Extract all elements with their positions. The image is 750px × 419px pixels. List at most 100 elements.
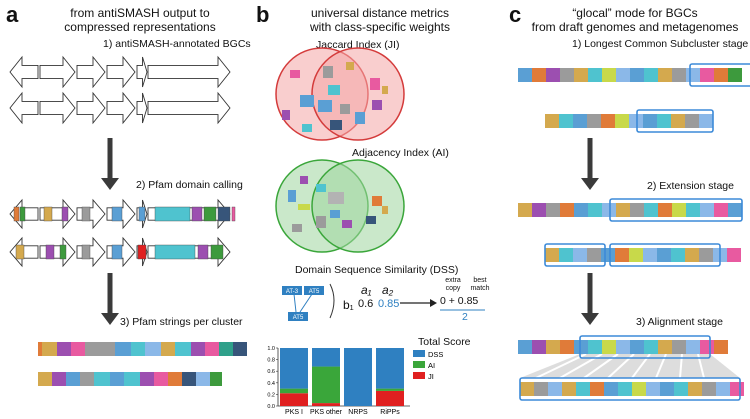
ext-row-2-domain-8 — [643, 248, 657, 262]
pfam-string-1-domain-12 — [191, 342, 205, 356]
dss-extra-copy: extra copy — [445, 277, 461, 292]
lcs-row-1-domain-8 — [616, 68, 630, 82]
dss-arrow-head — [430, 299, 437, 307]
lcs-row-1-domain-13 — [686, 68, 700, 82]
lcs-row-2-domain-10 — [671, 114, 685, 128]
ext-row-2-domain-12 — [699, 248, 713, 262]
jaccard-domain-1 — [290, 70, 300, 78]
pfam2-domain-9 — [210, 244, 224, 260]
align-row-2-domain-6 — [590, 382, 604, 396]
ext-row-1-domain-1 — [518, 203, 532, 217]
pfam2-gene-3 — [76, 236, 106, 268]
chart-bar-DSS-3 — [376, 348, 404, 389]
align-row-2-domain-7 — [604, 382, 618, 396]
ext-row-1-domain-14 — [700, 203, 714, 217]
align-row-1-domain-4 — [560, 340, 574, 354]
lcs-row-2-domain-3 — [573, 114, 587, 128]
pfam2-domain-1 — [15, 244, 25, 260]
pfam1-domain-10 — [203, 206, 217, 222]
align-box-2 — [519, 377, 741, 401]
ext-row-1-domain-6 — [588, 203, 602, 217]
pfam-string-2-domain-2 — [52, 372, 66, 386]
ext-row-1-domain-9 — [630, 203, 644, 217]
align-row-2-domain-5 — [576, 382, 590, 396]
lcs-row-2-domain-4 — [587, 114, 601, 128]
adjacency-domain-5 — [328, 192, 344, 204]
jaccard-domain-2 — [300, 95, 314, 107]
ext-row-1-domain-15 — [714, 203, 728, 217]
ext-row-1-domain-16 — [728, 203, 742, 217]
bgc1-gene-5 — [136, 56, 148, 88]
align-row-1-domain-5 — [574, 340, 588, 354]
pfam-string-1-domain-3 — [57, 342, 71, 356]
chart-bar-DSS-2 — [344, 348, 372, 406]
align-row-2-domain-15 — [716, 382, 730, 396]
dss-label: Domain Sequence Similarity (DSS) — [295, 264, 459, 276]
ext-row-1-domain-8 — [616, 203, 630, 217]
pfam-string-2-domain-11 — [182, 372, 196, 386]
dss-node-3 — [288, 312, 308, 321]
pfam-string-2-domain-6 — [110, 372, 124, 386]
align-row-1-domain-12 — [672, 340, 686, 354]
bgc1-gene-2 — [39, 55, 76, 89]
chart-bar-AI-0 — [280, 388, 308, 394]
chart-bar-JI-1 — [312, 403, 340, 406]
bgc2-gene-3 — [76, 91, 106, 125]
pfam-string-1-domain-8 — [131, 342, 145, 356]
jaccard-domain-9 — [370, 78, 380, 90]
pfam-string-1-domain-7 — [115, 342, 131, 356]
dss-a2: a₂ — [382, 283, 394, 297]
panel-a-step3: 3) Pfam strings per cluster — [120, 316, 243, 328]
dss-node-1 — [282, 286, 302, 295]
pfam1-domain-8 — [154, 206, 191, 222]
pfam1-domain-7 — [138, 206, 146, 222]
adjacency-domain-7 — [316, 216, 326, 228]
pfam2-domain-4 — [81, 244, 91, 260]
jaccard-domain-11 — [355, 112, 365, 124]
align-row-1-domain-13 — [686, 340, 700, 354]
lcs-row-2-domain-5 — [601, 114, 615, 128]
ext-row-1-domain-3 — [546, 203, 560, 217]
lcs-row-1-domain-4 — [560, 68, 574, 82]
pfam2-gene-2 — [39, 236, 76, 268]
chart-ytick-label-5: 1.0 — [267, 346, 275, 352]
align-row-2-domain-11 — [660, 382, 674, 396]
ext-row-1-domain-5 — [574, 203, 588, 217]
dss-a1: a₁ — [361, 283, 372, 297]
lcs-row-2-domain-11 — [685, 114, 699, 128]
panel-b-title: universal distance metrics with class-sp… — [309, 6, 451, 34]
chart-category-label-1: PKS other — [310, 409, 343, 416]
lcs-row-1-domain-6 — [588, 68, 602, 82]
lcs-row-1-domain-3 — [546, 68, 560, 82]
jaccard-venn-circle-right — [311, 47, 405, 141]
total-score-label: Total Score — [418, 336, 471, 348]
panel-c-title: “glocal” mode for BGCs from draft genome… — [531, 6, 739, 34]
lcs-row-1-domain-7 — [602, 68, 616, 82]
panel-c-step2: 2) Extension stage — [647, 180, 734, 192]
adjacency-venn-circle-right — [311, 159, 405, 253]
lcs-row-1-domain-10 — [644, 68, 658, 82]
pfam2-domain-2 — [45, 244, 55, 260]
lcs-row-2-domain-12 — [699, 114, 713, 128]
ext-row-1-domain-12 — [672, 203, 686, 217]
align-row-2-domain-12 — [674, 382, 688, 396]
bgc2-gene-1 — [9, 91, 39, 125]
dss-node-2 — [304, 286, 324, 295]
pfam-string-1-domain-5 — [85, 342, 101, 356]
chart-category-label-3: RiPPs — [380, 409, 400, 416]
arrow-a1-head — [101, 178, 119, 190]
pfam2-domain-6 — [137, 244, 147, 260]
lcs-row-1-domain-16 — [728, 68, 742, 82]
align-row-1-domain-1 — [518, 340, 532, 354]
pfam-string-1-domain-2 — [42, 342, 57, 356]
lcs-row-1-domain-5 — [574, 68, 588, 82]
ext-box-1 — [609, 198, 743, 222]
adjacency-domain-1 — [288, 190, 296, 202]
chart-bar-AI-3 — [376, 388, 404, 391]
pfam1-domain-12 — [231, 206, 236, 222]
lcs-box-2 — [636, 109, 714, 133]
pfam-string-2-domain-5 — [94, 372, 110, 386]
dss-brace — [329, 283, 335, 319]
ext-row-2-domain-2 — [559, 248, 573, 262]
jaccard-domain-14 — [382, 86, 388, 94]
